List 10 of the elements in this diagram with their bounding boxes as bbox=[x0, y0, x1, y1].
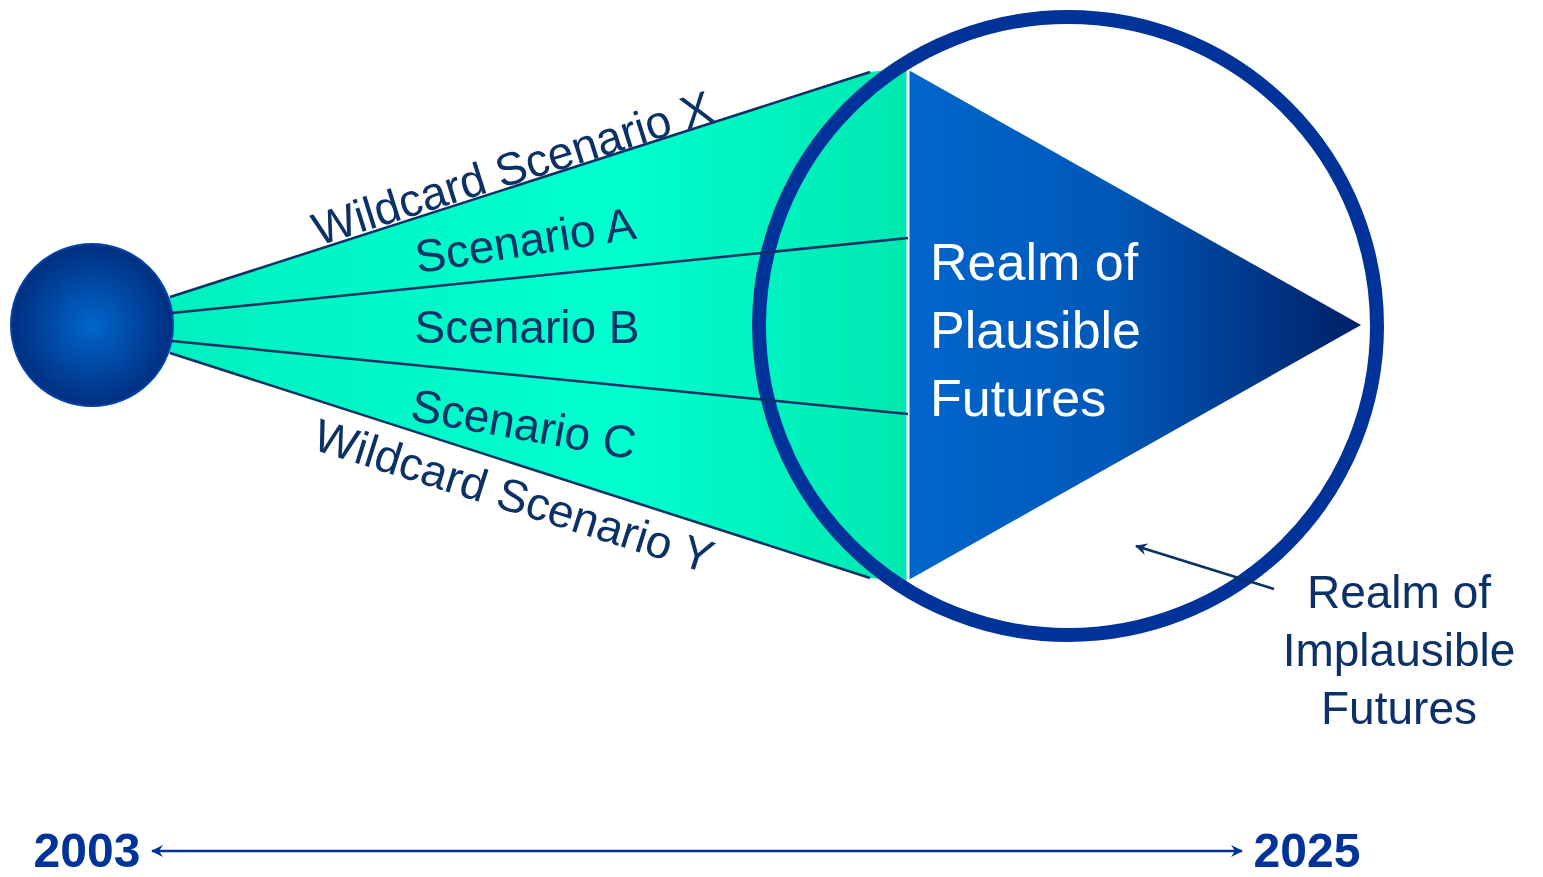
year-label: 2025 bbox=[1252, 826, 1362, 876]
timeline-arrow bbox=[151, 845, 1243, 857]
scenario-divider-line bbox=[171, 236, 909, 315]
origin-sphere bbox=[10, 243, 174, 407]
scenario-divider-line bbox=[171, 339, 909, 416]
callout-text: Realm of Implausible Futures bbox=[1281, 565, 1517, 736]
triangle-label: Realm of Plausible Futures bbox=[930, 232, 1143, 429]
year-label: 2003 bbox=[32, 826, 142, 876]
scenario-label: Scenario B bbox=[414, 304, 640, 350]
leader-arrow bbox=[1135, 543, 1275, 591]
